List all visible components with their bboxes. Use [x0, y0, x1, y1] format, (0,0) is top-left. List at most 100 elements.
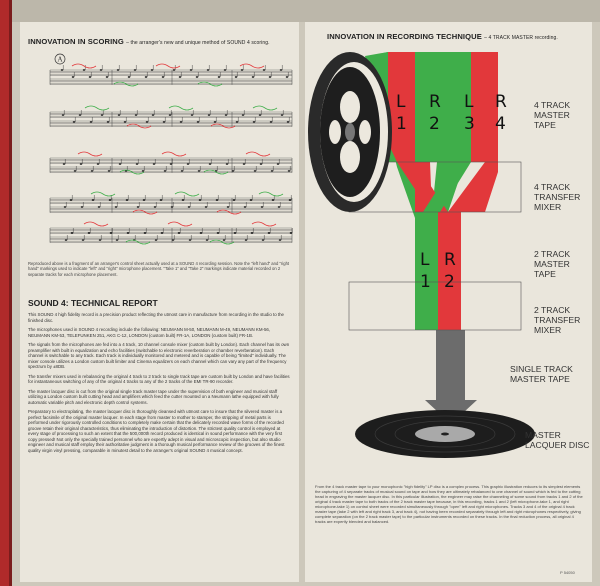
note-head: [162, 121, 166, 123]
note-head: [223, 69, 227, 71]
handwritten-mark: [251, 221, 277, 227]
technical-report-title: SOUND 4: TECHNICAL REPORT: [28, 298, 158, 308]
note-head: [243, 206, 247, 208]
note-head: [73, 170, 77, 172]
score-notes: [60, 63, 293, 245]
right-panel: INNOVATION IN RECORDING TECHNIQUE – 4 TR…: [305, 22, 592, 582]
note-head: [152, 163, 156, 165]
note-head: [249, 199, 253, 201]
report-paragraph: This SOUND 4 high fidelity record is a p…: [28, 312, 284, 323]
note-head: [244, 239, 248, 241]
note-head: [150, 69, 154, 71]
note-head: [279, 69, 283, 71]
note-head: [278, 239, 282, 241]
note-head: [87, 232, 91, 234]
track-1-number: 1: [396, 114, 407, 134]
score-fragment: A: [49, 53, 293, 245]
note-head: [160, 232, 164, 234]
note-head: [79, 163, 83, 165]
note-head: [96, 163, 100, 165]
note-head: [215, 199, 219, 201]
note-head: [60, 69, 64, 71]
handwritten-mark: [126, 123, 152, 129]
note-head: [72, 121, 76, 123]
note-head: [109, 232, 113, 234]
note-head: [159, 199, 163, 201]
note-head: [91, 199, 95, 201]
note-head: [88, 76, 92, 78]
note-head: [168, 114, 172, 116]
note-head: [205, 239, 209, 241]
scoring-heading-sub: – the arranger's new and unique method o…: [126, 40, 270, 46]
note-head: [262, 69, 266, 71]
note-head: [90, 170, 94, 172]
note-head: [163, 170, 167, 172]
note-head: [82, 69, 86, 71]
note-head: [142, 199, 146, 201]
note-head: [99, 69, 103, 71]
note-head: [251, 76, 255, 78]
handwritten-mark: [210, 123, 236, 129]
note-head: [80, 206, 84, 208]
note-head: [69, 199, 73, 201]
tape-col-3b: [443, 52, 471, 162]
note-head: [197, 170, 201, 172]
note-head: [226, 206, 230, 208]
two-track-2-number: 2: [444, 272, 455, 292]
note-head: [288, 199, 292, 201]
note-head: [268, 76, 272, 78]
note-head: [105, 76, 109, 78]
tape-col-4: [471, 52, 498, 162]
handwritten-mark: [167, 221, 193, 227]
note-head: [145, 121, 149, 123]
note-head: [108, 199, 112, 201]
four-track-mixer-label: 4 TRACK TRANSFER MIXER: [534, 182, 581, 212]
crossing-green: [423, 162, 471, 212]
two-track-right: [438, 212, 461, 330]
report-paragraph: The transfer mixers used in rebalancing …: [28, 373, 290, 385]
note-head: [89, 121, 93, 123]
note-head: [170, 206, 174, 208]
note-head: [270, 170, 274, 172]
score-caption: Reproduced above is a fragment of an arr…: [28, 261, 290, 277]
four-track-tape-label: 4 TRACK MASTER TAPE: [534, 100, 571, 130]
note-head: [100, 114, 104, 116]
note-head: [151, 114, 155, 116]
recording-diagram: [308, 52, 535, 458]
handwritten-mark: [209, 239, 235, 245]
track-2-letter: R: [429, 92, 441, 112]
note-head: [154, 239, 158, 241]
report-paragraph: The microphones used in SOUND 4 recordin…: [28, 327, 271, 338]
note-head: [196, 121, 200, 123]
single-track-band: [436, 330, 465, 400]
handwritten-mark: [203, 169, 229, 175]
track-2-number: 2: [429, 114, 440, 134]
handwritten-mark: [90, 191, 116, 197]
note-head: [133, 69, 137, 71]
note-head: [250, 232, 254, 234]
note-head: [107, 170, 111, 172]
note-head: [242, 163, 246, 165]
handwritten-mark: [168, 105, 194, 111]
recording-heading-sub: – 4 TRACK MASTER recording.: [484, 35, 558, 41]
handwritten-mark: [245, 151, 271, 157]
note-head: [286, 121, 290, 123]
two-track-mixer-box: [348, 281, 522, 331]
note-head: [97, 206, 101, 208]
tape-reel: [308, 52, 392, 212]
note-head: [62, 163, 66, 165]
note-head: [252, 121, 256, 123]
note-head: [225, 163, 229, 165]
report-paragraph: The master lacquer disc is cut from the …: [28, 388, 279, 405]
tape-col-2: [388, 52, 415, 162]
note-head: [127, 76, 131, 78]
note-head: [153, 206, 157, 208]
note-head: [134, 114, 138, 116]
two-track-left: [415, 212, 438, 330]
note-head: [126, 232, 130, 234]
note-head: [63, 206, 67, 208]
note-head: [261, 239, 265, 241]
note-head: [124, 170, 128, 172]
tape-col-3: [415, 52, 443, 162]
note-head: [188, 239, 192, 241]
